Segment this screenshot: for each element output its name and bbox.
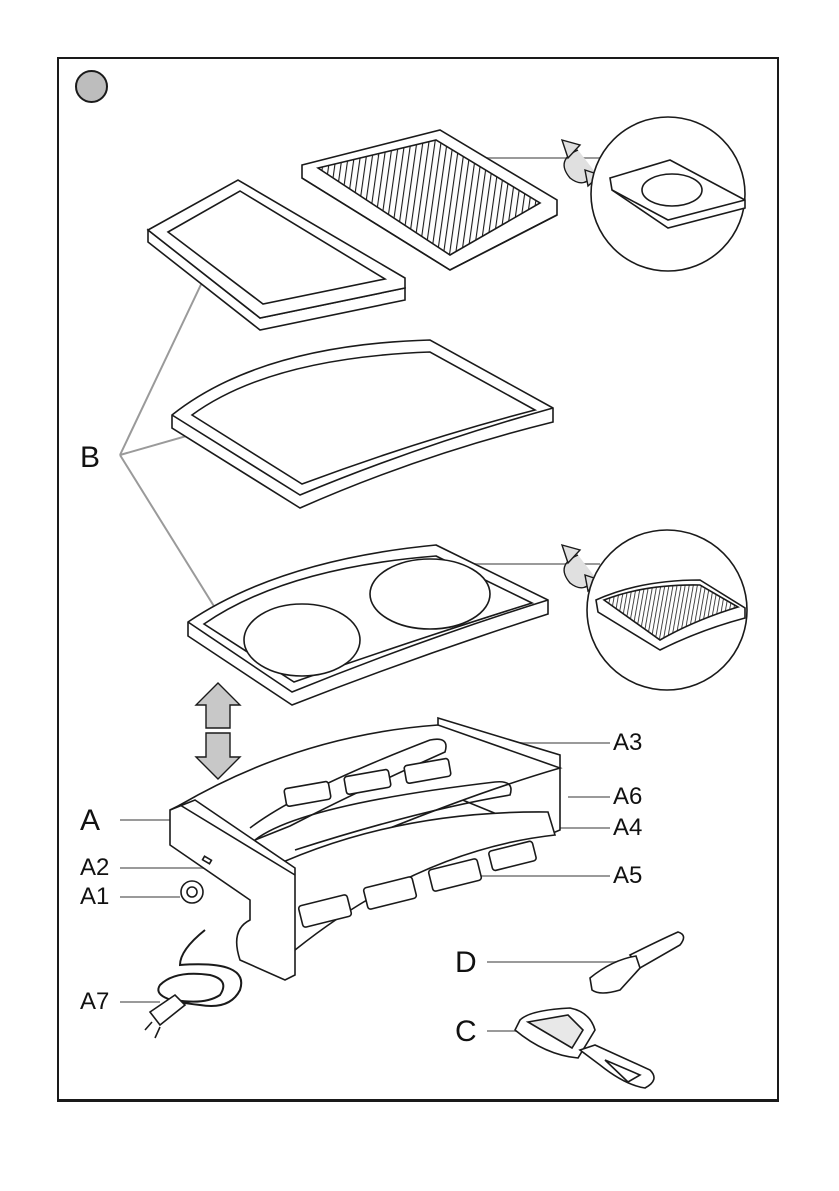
label-a: A (80, 806, 100, 836)
label-a5: A5 (613, 864, 642, 888)
leader-b-bottom (120, 455, 230, 632)
power-cord (158, 930, 241, 1006)
label-c: C (455, 1017, 477, 1047)
hob-plate (188, 545, 548, 705)
up-down-arrow-icon (196, 683, 240, 779)
label-a1: A1 (80, 885, 109, 909)
flat-plate-large (172, 340, 553, 508)
label-a7: A7 (80, 990, 109, 1014)
label-a3: A3 (613, 731, 642, 755)
zoom-circle-plate-reverse (591, 117, 745, 271)
raclette-pan (515, 1008, 654, 1088)
control-knob (181, 881, 203, 903)
zoom-circle-ribbed-reverse (587, 530, 747, 690)
label-d: D (455, 948, 477, 978)
label-b: B (80, 443, 100, 473)
label-a4: A4 (613, 816, 642, 840)
label-a2: A2 (80, 856, 109, 880)
label-a6: A6 (613, 785, 642, 809)
